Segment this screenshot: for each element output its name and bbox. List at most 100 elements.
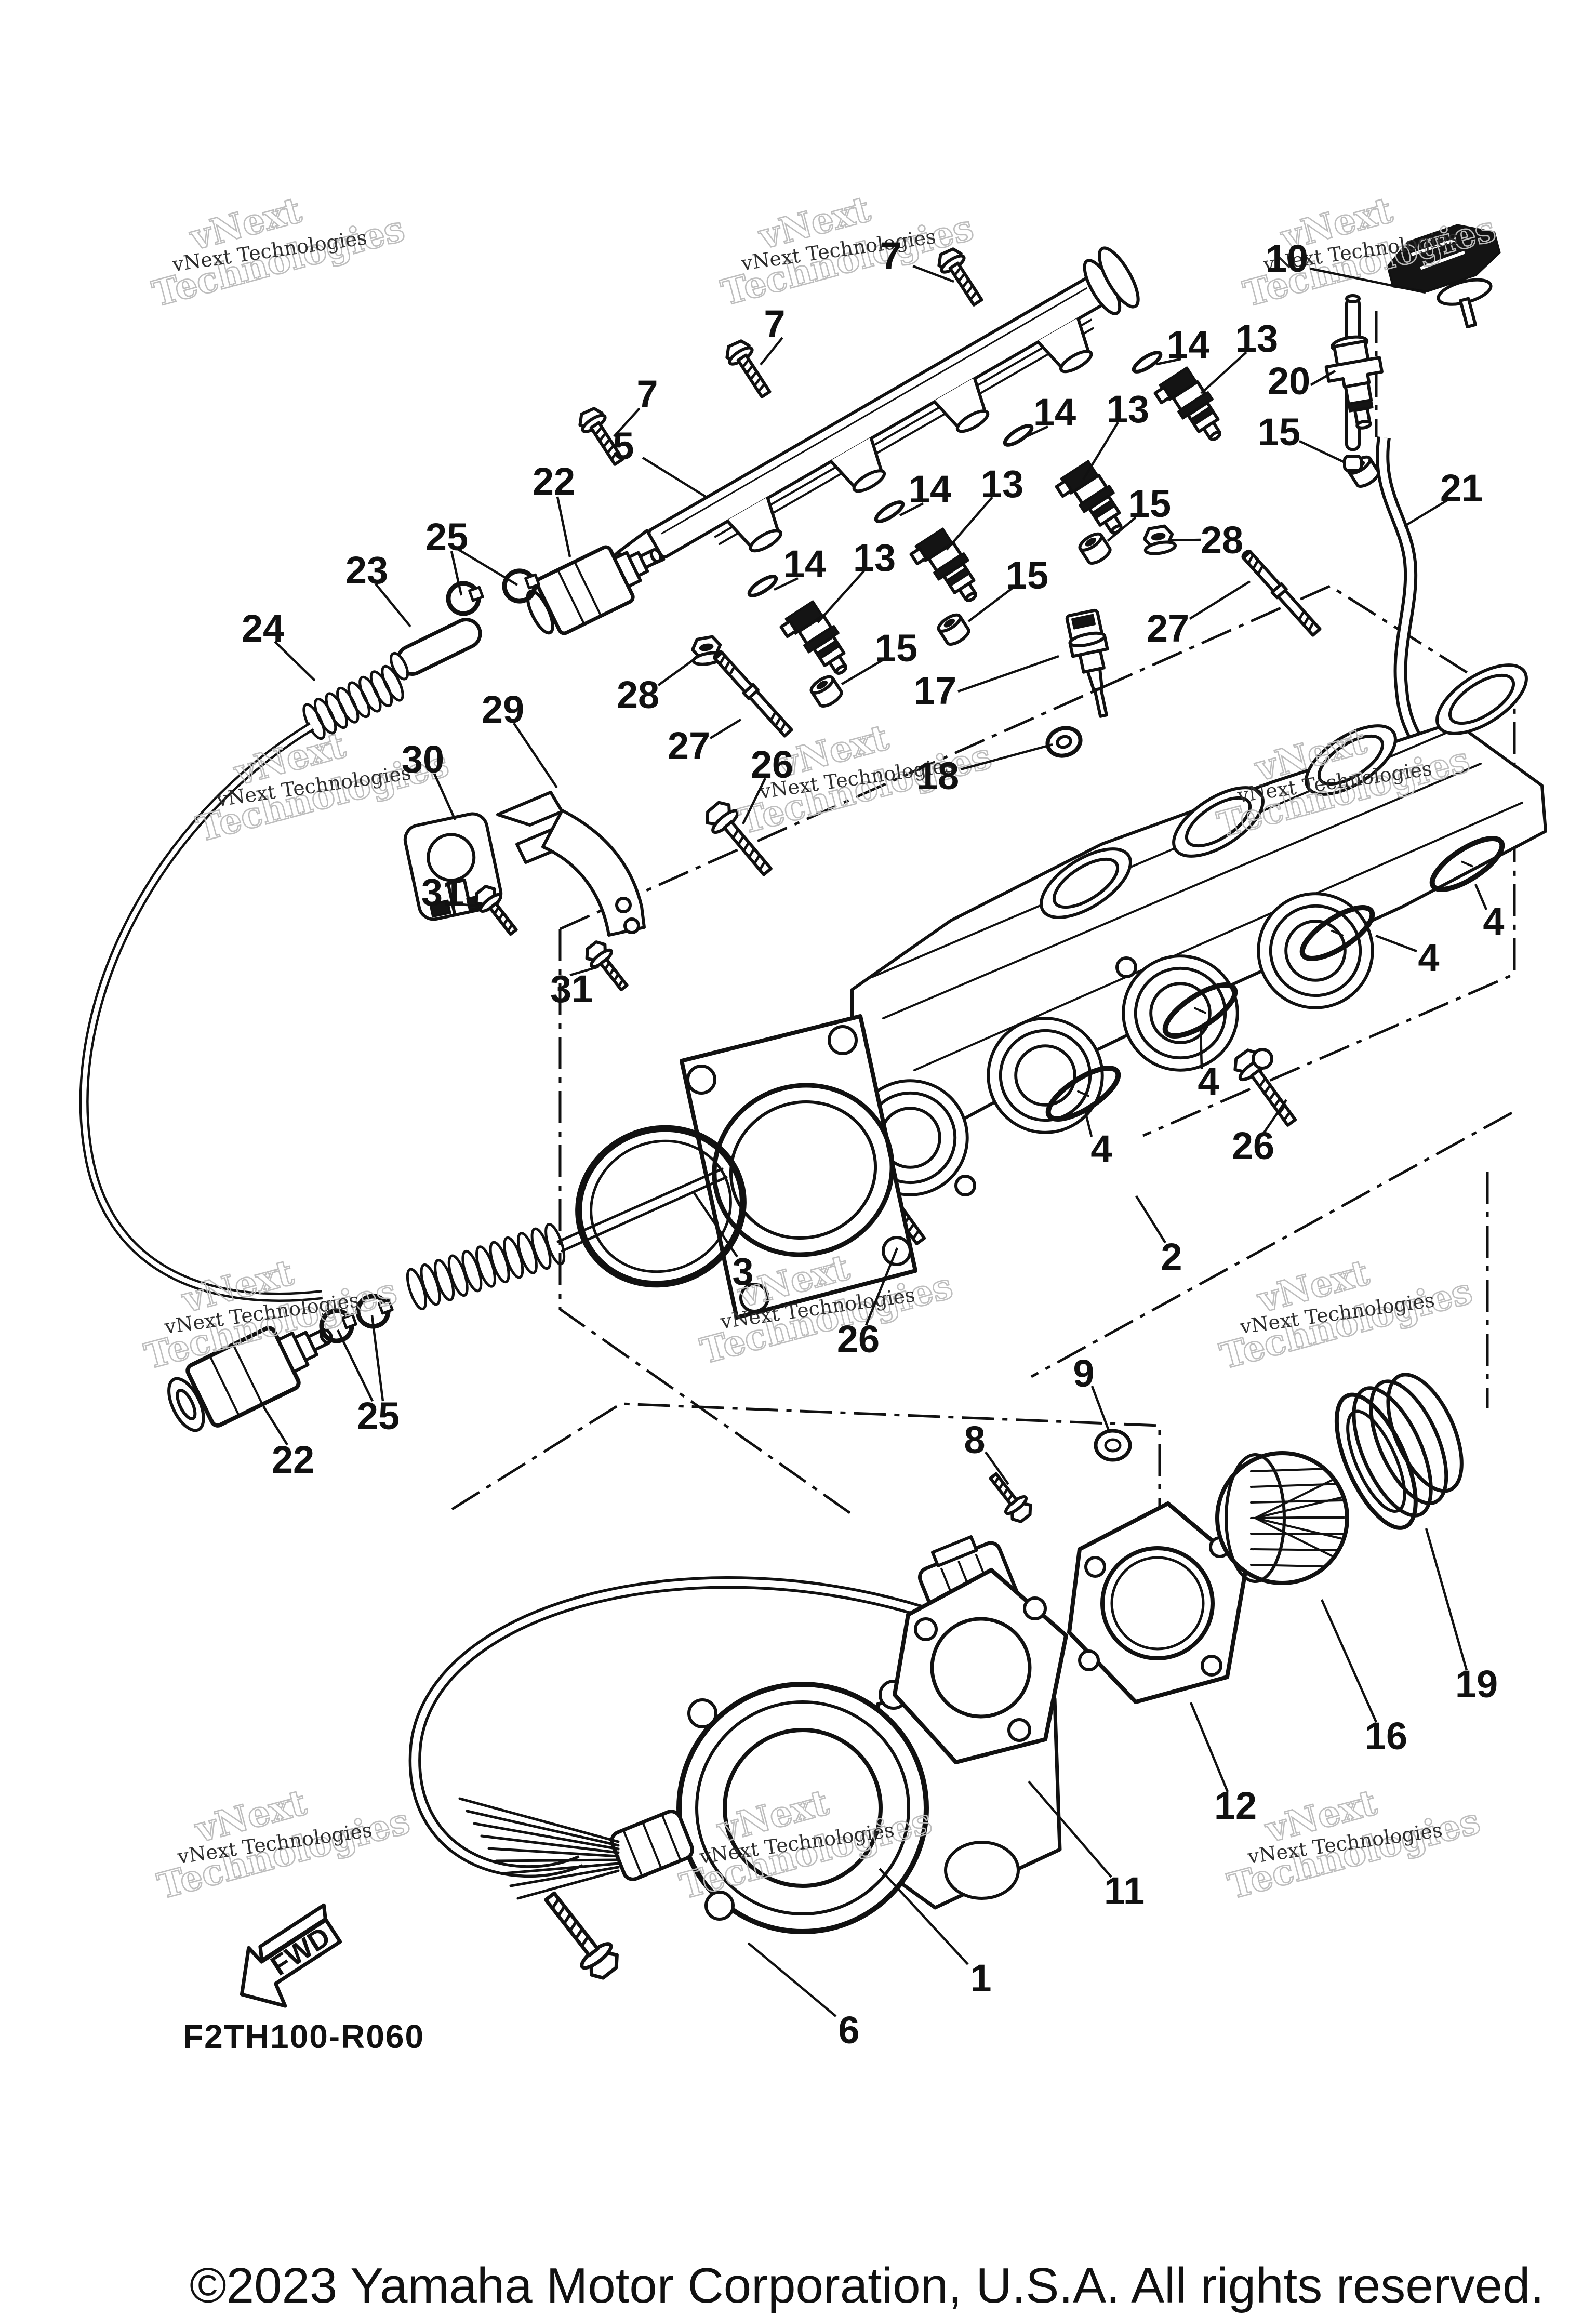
leader-line-23 bbox=[375, 583, 411, 628]
leader-line-5 bbox=[642, 457, 708, 498]
leader-line-14 bbox=[774, 577, 799, 591]
callout-13: 13 bbox=[1107, 388, 1149, 431]
leader-line-11 bbox=[1028, 1780, 1112, 1878]
callout-16: 16 bbox=[1365, 1714, 1407, 1758]
leader-line-20 bbox=[1310, 370, 1336, 386]
leader-lines bbox=[262, 264, 1488, 2017]
callout-15: 15 bbox=[875, 627, 917, 670]
leader-line-29 bbox=[513, 722, 558, 789]
leader-line-4 bbox=[1474, 884, 1488, 910]
leader-line-7 bbox=[613, 407, 641, 437]
leader-line-18 bbox=[960, 743, 1053, 771]
callout-4: 4 bbox=[1090, 1127, 1112, 1170]
leader-line-2 bbox=[1135, 1195, 1166, 1244]
leader-line-14 bbox=[1025, 425, 1048, 438]
callout-6: 6 bbox=[838, 2008, 859, 2052]
temp-sensor bbox=[1065, 608, 1109, 718]
callout-19: 19 bbox=[1455, 1662, 1498, 1706]
leader-line-3 bbox=[693, 1192, 738, 1258]
leader-line-24 bbox=[274, 641, 316, 682]
leader-line-26 bbox=[741, 778, 767, 824]
fwd-arrow: FWD bbox=[240, 1903, 342, 2008]
wire-harness bbox=[458, 1797, 694, 1900]
leader-line-9 bbox=[1090, 1386, 1111, 1432]
leader-line-27 bbox=[1189, 580, 1251, 620]
callout-14: 14 bbox=[1167, 323, 1209, 366]
leader-line-31 bbox=[455, 902, 480, 908]
leader-line-22 bbox=[556, 496, 571, 557]
joint-oring bbox=[575, 1125, 747, 1288]
leader-line-12 bbox=[1189, 1702, 1229, 1792]
throttle-joint-flange bbox=[680, 1014, 917, 1320]
callout-2: 2 bbox=[1161, 1235, 1182, 1279]
callout-15: 15 bbox=[1128, 482, 1171, 525]
leader-line-7 bbox=[912, 264, 954, 283]
plate-bolt bbox=[983, 1468, 1036, 1525]
callout-28: 28 bbox=[617, 673, 659, 716]
fuel-connector-lower bbox=[167, 1326, 333, 1432]
leader-line-14 bbox=[899, 502, 924, 517]
callout-26: 26 bbox=[751, 743, 793, 786]
leader-line-7 bbox=[760, 337, 783, 366]
leader-line-15 bbox=[841, 659, 883, 685]
throttle-gasket bbox=[893, 1568, 1068, 1764]
callout-17: 17 bbox=[914, 669, 956, 712]
callout-7: 7 bbox=[764, 302, 785, 345]
leader-line-4 bbox=[1084, 1111, 1093, 1137]
leader-line-15 bbox=[967, 587, 1014, 622]
plate-washer bbox=[1094, 1429, 1132, 1462]
leader-line-6 bbox=[747, 1942, 837, 2017]
leader-line-28 bbox=[657, 658, 695, 686]
callout-4: 4 bbox=[1198, 1060, 1219, 1103]
callout-31: 31 bbox=[421, 871, 464, 914]
callout-4: 4 bbox=[1483, 900, 1504, 943]
callout-21: 21 bbox=[1440, 467, 1483, 510]
leader-line-25 bbox=[450, 551, 463, 596]
callout-15: 15 bbox=[1006, 554, 1048, 597]
leader-line-27 bbox=[709, 719, 742, 739]
callout-26: 26 bbox=[837, 1318, 880, 1361]
leader-line-26 bbox=[1262, 1099, 1287, 1135]
copyright-text: ©2023 Yamaha Motor Corporation, U.S.A. A… bbox=[190, 2258, 1544, 2313]
callout-4: 4 bbox=[1418, 936, 1439, 979]
rail-seat bbox=[726, 317, 1093, 553]
callout-10: 10 bbox=[1266, 237, 1308, 280]
leader-line-13 bbox=[1200, 351, 1247, 394]
cable-clamp bbox=[444, 565, 542, 618]
callout-12: 12 bbox=[1214, 1784, 1257, 1827]
callout-31: 31 bbox=[550, 967, 593, 1010]
callout-26: 26 bbox=[1232, 1124, 1274, 1167]
callout-27: 27 bbox=[1147, 607, 1189, 650]
leader-line-10 bbox=[1310, 267, 1426, 294]
cable-spring-lower bbox=[406, 1222, 566, 1311]
callout-18: 18 bbox=[916, 754, 959, 797]
callout-13: 13 bbox=[981, 462, 1023, 505]
callout-3: 3 bbox=[732, 1250, 753, 1293]
callout-7: 7 bbox=[636, 372, 658, 416]
callout-28: 28 bbox=[1201, 518, 1243, 562]
callout-8: 8 bbox=[964, 1418, 985, 1461]
callout-30: 30 bbox=[402, 738, 444, 781]
callout-25: 25 bbox=[357, 1394, 400, 1438]
callout-25: 25 bbox=[425, 515, 468, 558]
leader-line-4 bbox=[1375, 934, 1417, 953]
callout-5: 5 bbox=[613, 424, 634, 468]
leader-line-25 bbox=[336, 1329, 374, 1402]
leader-line-8 bbox=[985, 1451, 1009, 1485]
leader-line-13 bbox=[1082, 421, 1119, 481]
callout-29: 29 bbox=[482, 688, 524, 731]
throttle-connector-cable bbox=[408, 1576, 935, 1878]
leader-line-16 bbox=[1320, 1599, 1378, 1723]
leader-line-31 bbox=[569, 965, 599, 977]
callout-11: 11 bbox=[1104, 1869, 1145, 1912]
leader-line-25 bbox=[457, 548, 518, 586]
callout-14: 14 bbox=[783, 542, 826, 586]
cable-tube bbox=[390, 618, 482, 681]
leader-line-14 bbox=[1156, 357, 1181, 366]
